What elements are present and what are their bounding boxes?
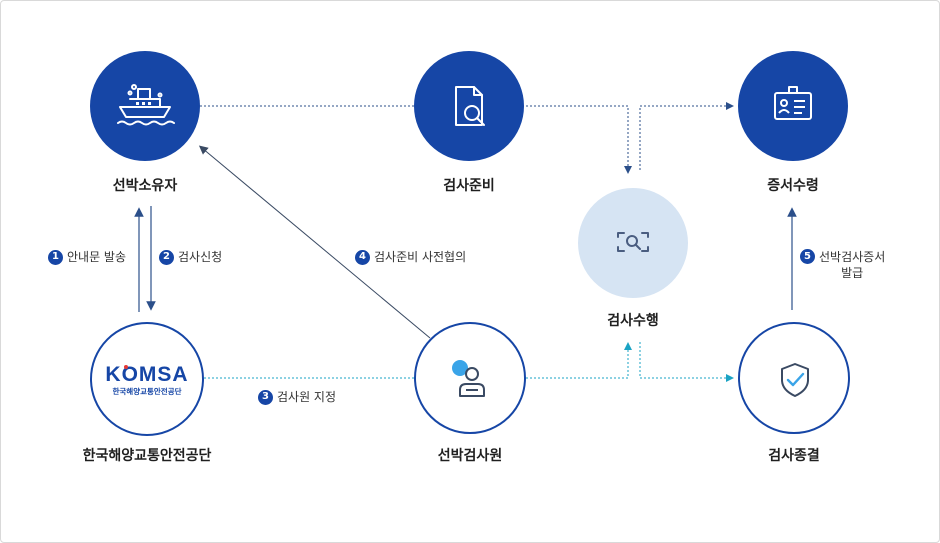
step-3-text: 검사원 지정 bbox=[277, 390, 337, 404]
step-3: 3 검사원 지정 bbox=[258, 389, 336, 405]
ship-owner-label: 선박소유자 bbox=[112, 178, 178, 194]
svg-text:KOMSA: KOMSA bbox=[105, 363, 188, 386]
komsa-node: KOMSA 한국해양교통안전공단 bbox=[90, 322, 204, 436]
inspector-label: 선박검사원 bbox=[437, 448, 503, 464]
inspection-perform-node bbox=[578, 188, 688, 298]
step-1-text: 안내문 발송 bbox=[67, 250, 127, 264]
step-5-text-line1: 선박검사증서 bbox=[819, 250, 886, 264]
komsa-label: 한국해양교통안전공단 bbox=[82, 448, 212, 464]
komsa-logo: KOMSA 한국해양교통안전공단 bbox=[105, 363, 188, 396]
step-5-text-line2: 발급 bbox=[841, 266, 864, 280]
svg-text:한국해양교통안전공단: 한국해양교통안전공단 bbox=[113, 386, 182, 396]
inspection-perform-label: 검사수행 bbox=[607, 313, 659, 329]
id-card-icon bbox=[774, 86, 812, 120]
step-4-text: 검사준비 사전협의 bbox=[374, 250, 467, 264]
certificate-receipt-node bbox=[738, 51, 848, 161]
step-5-number: 5 bbox=[800, 249, 815, 264]
step-2-text: 검사신청 bbox=[178, 250, 223, 264]
step-2-number: 2 bbox=[159, 249, 174, 265]
connector-step4 bbox=[198, 145, 431, 339]
step-5: 5 선박검사증서 발급 bbox=[800, 249, 885, 281]
step-2: 2 검사신청 bbox=[159, 249, 222, 265]
certificate-receipt-label: 증서수령 bbox=[767, 178, 819, 194]
step-3-number: 3 bbox=[258, 389, 273, 405]
person-icon bbox=[452, 360, 485, 397]
scan-search-icon bbox=[617, 232, 649, 252]
connector-prep-perform bbox=[522, 105, 632, 174]
step-4-number: 4 bbox=[355, 249, 370, 265]
shield-check-icon bbox=[781, 363, 809, 397]
inspection-prep-label: 검사준비 bbox=[443, 178, 495, 194]
inspection-prep-node bbox=[414, 51, 524, 161]
ship-owner-node bbox=[90, 51, 200, 161]
ship-icon bbox=[117, 84, 175, 126]
inspector-node bbox=[414, 322, 526, 434]
inspection-complete-label: 검사종결 bbox=[768, 448, 820, 464]
connector-inspector-perform bbox=[526, 342, 632, 379]
document-search-icon bbox=[455, 86, 485, 126]
step-1: 1 안내문 발송 bbox=[48, 249, 126, 265]
connector-perform-certificate bbox=[639, 102, 734, 170]
step-4: 4 검사준비 사전협의 bbox=[355, 249, 466, 265]
connector-perform-complete bbox=[639, 342, 734, 382]
step-1-number: 1 bbox=[48, 249, 63, 265]
inspection-complete-node bbox=[738, 322, 850, 434]
